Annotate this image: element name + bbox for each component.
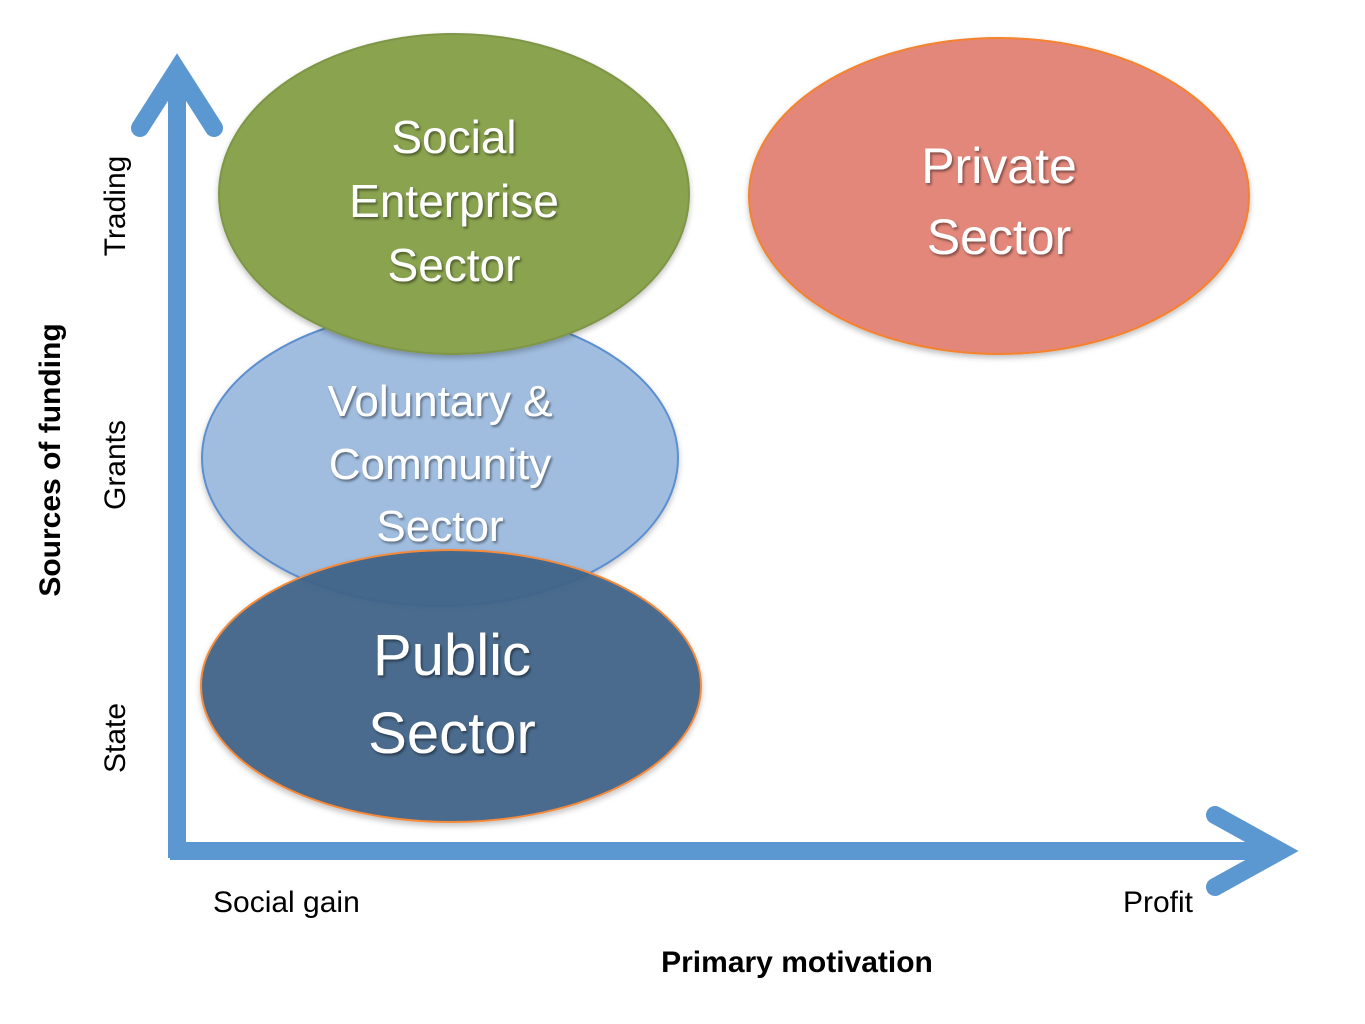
y-tick-state: State [99,703,132,773]
social-enterprise-label-line-1: Social [391,111,516,163]
y-tick-grants: Grants [99,420,132,510]
private-label-line-2: Sector [927,209,1072,265]
public-label-line-1: Public [373,623,531,688]
y-axis-labels: Sources of funding Trading Grants State [34,156,132,773]
x-axis-arrowhead [1206,806,1299,896]
sector-labels: Social Enterprise Sector Voluntary & Com… [327,111,1076,766]
sector-social-enterprise [218,33,690,355]
voluntary-label-line-2: Community [329,440,552,489]
voluntary-label-line-3: Sector [376,502,503,551]
sector-public [200,549,702,823]
sector-public-ellipse [200,549,702,823]
x-tick-social-gain: Social gain [213,886,360,919]
x-axis-labels: Social gain Profit Primary motivation [213,886,1194,979]
social-enterprise-label-line-2: Enterprise [349,175,559,227]
private-label-line-1: Private [921,138,1077,194]
voluntary-label-line-1: Voluntary & [327,377,552,426]
social-enterprise-label-line-3: Sector [388,239,521,291]
sector-social-enterprise-ellipse [218,33,690,355]
y-tick-trading: Trading [99,156,132,257]
x-tick-profit: Profit [1123,886,1194,919]
sector-private-ellipse [748,37,1250,355]
public-label-line-2: Sector [368,701,536,766]
y-axis-arrowhead [131,53,223,137]
y-axis-title: Sources of funding [34,323,67,596]
sector-private [748,37,1250,355]
x-axis-title: Primary motivation [661,946,933,979]
axes [131,53,1299,896]
